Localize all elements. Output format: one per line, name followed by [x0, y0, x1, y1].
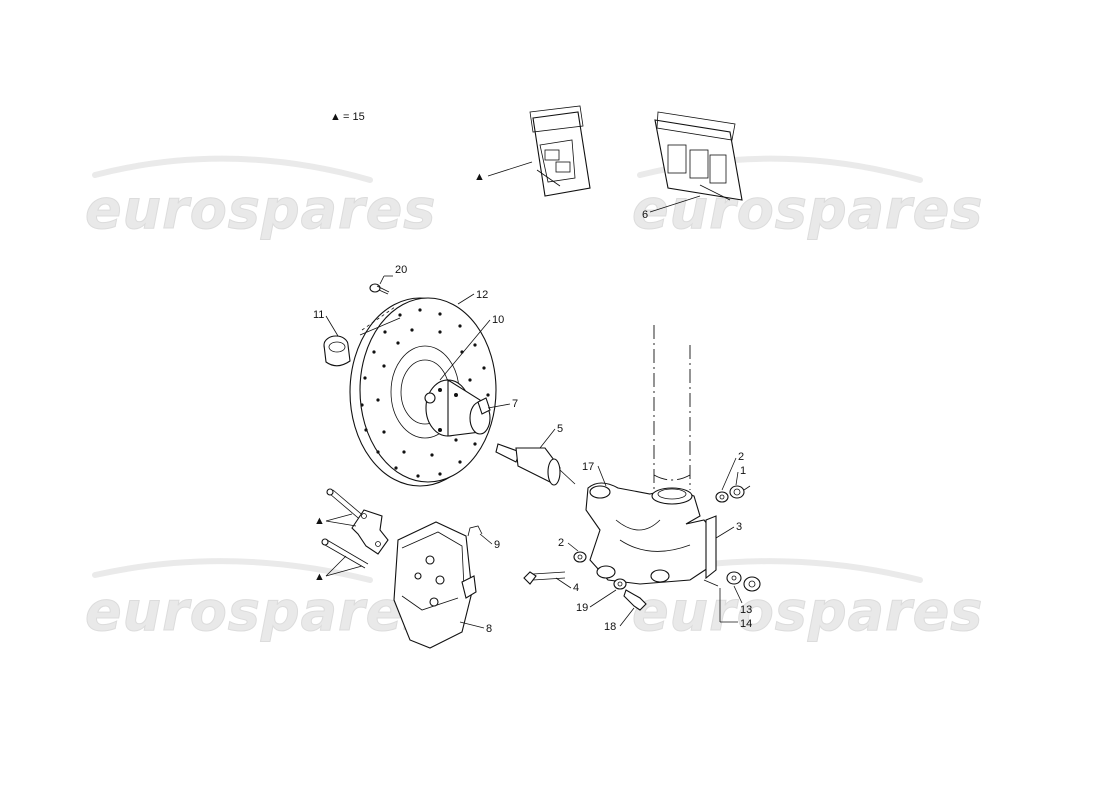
brake-disc: 12 — [349, 289, 497, 487]
callout-c18: 18 — [604, 621, 616, 633]
callout-c17: 17 — [582, 461, 594, 473]
steering-arm: 3 — [703, 515, 742, 587]
callout-c2a: 2 — [738, 451, 744, 463]
callout-c13: 13 — [740, 604, 752, 616]
callout-c19: 19 — [576, 602, 588, 614]
watermark-bottom-left: eurospares — [85, 558, 436, 644]
callout-c8: 8 — [486, 623, 492, 635]
callout-c9: 9 — [494, 539, 500, 551]
callout-c14: 14 — [740, 618, 752, 630]
callout-c12: 12 — [476, 289, 488, 301]
watermark-text: eurospares — [85, 178, 436, 241]
legend-triangle-icon: ▲ — [330, 111, 341, 123]
steering-upright: 17 — [582, 461, 713, 585]
wheel-hub: 10 7 — [424, 314, 518, 437]
legend-text: = 15 — [343, 111, 365, 123]
watermark-top-left: eurospares — [85, 155, 436, 242]
small-bolt-washer: 19 18 — [576, 578, 647, 633]
watermark-text: eurospares — [85, 580, 436, 643]
brake-pad-kit-bag: ▲ — [474, 105, 591, 197]
legend: ▲ = 15 — [330, 111, 365, 123]
callout-c5: 5 — [557, 423, 563, 435]
pin-marker-lower: ▲ — [314, 571, 325, 583]
callout-c1: 1 — [740, 465, 746, 477]
watermark-text: eurospares — [632, 580, 983, 643]
callout-c2b: 2 — [558, 537, 564, 549]
callout-c6: 6 — [642, 209, 648, 221]
strut-outline — [653, 325, 691, 490]
pad-pins-spring: ▲ ▲ — [314, 488, 389, 583]
watermark-bottom-right: eurospares — [632, 558, 983, 644]
pin-marker-upper: ▲ — [314, 515, 325, 527]
hub-cap: 11 — [313, 309, 351, 367]
disc-screw: 20 — [361, 264, 407, 331]
stub-axle: 5 — [495, 423, 576, 486]
callout-c11: 11 — [313, 309, 324, 321]
lower-nuts: 13 14 — [719, 571, 761, 630]
callout-c4: 4 — [573, 582, 579, 594]
brake-pad-bag: 6 — [642, 111, 743, 221]
callout-c7: 7 — [512, 398, 518, 410]
callout-c20: 20 — [395, 264, 407, 276]
callout-c3: 3 — [736, 521, 742, 533]
upper-washer-nut: 2 1 — [715, 451, 751, 503]
brake-caliper: 8 9 — [393, 521, 500, 649]
lower-bolt: 2 4 — [523, 537, 587, 594]
callout-c10: 10 — [492, 314, 504, 326]
kit-marker-triangle: ▲ — [474, 171, 485, 183]
